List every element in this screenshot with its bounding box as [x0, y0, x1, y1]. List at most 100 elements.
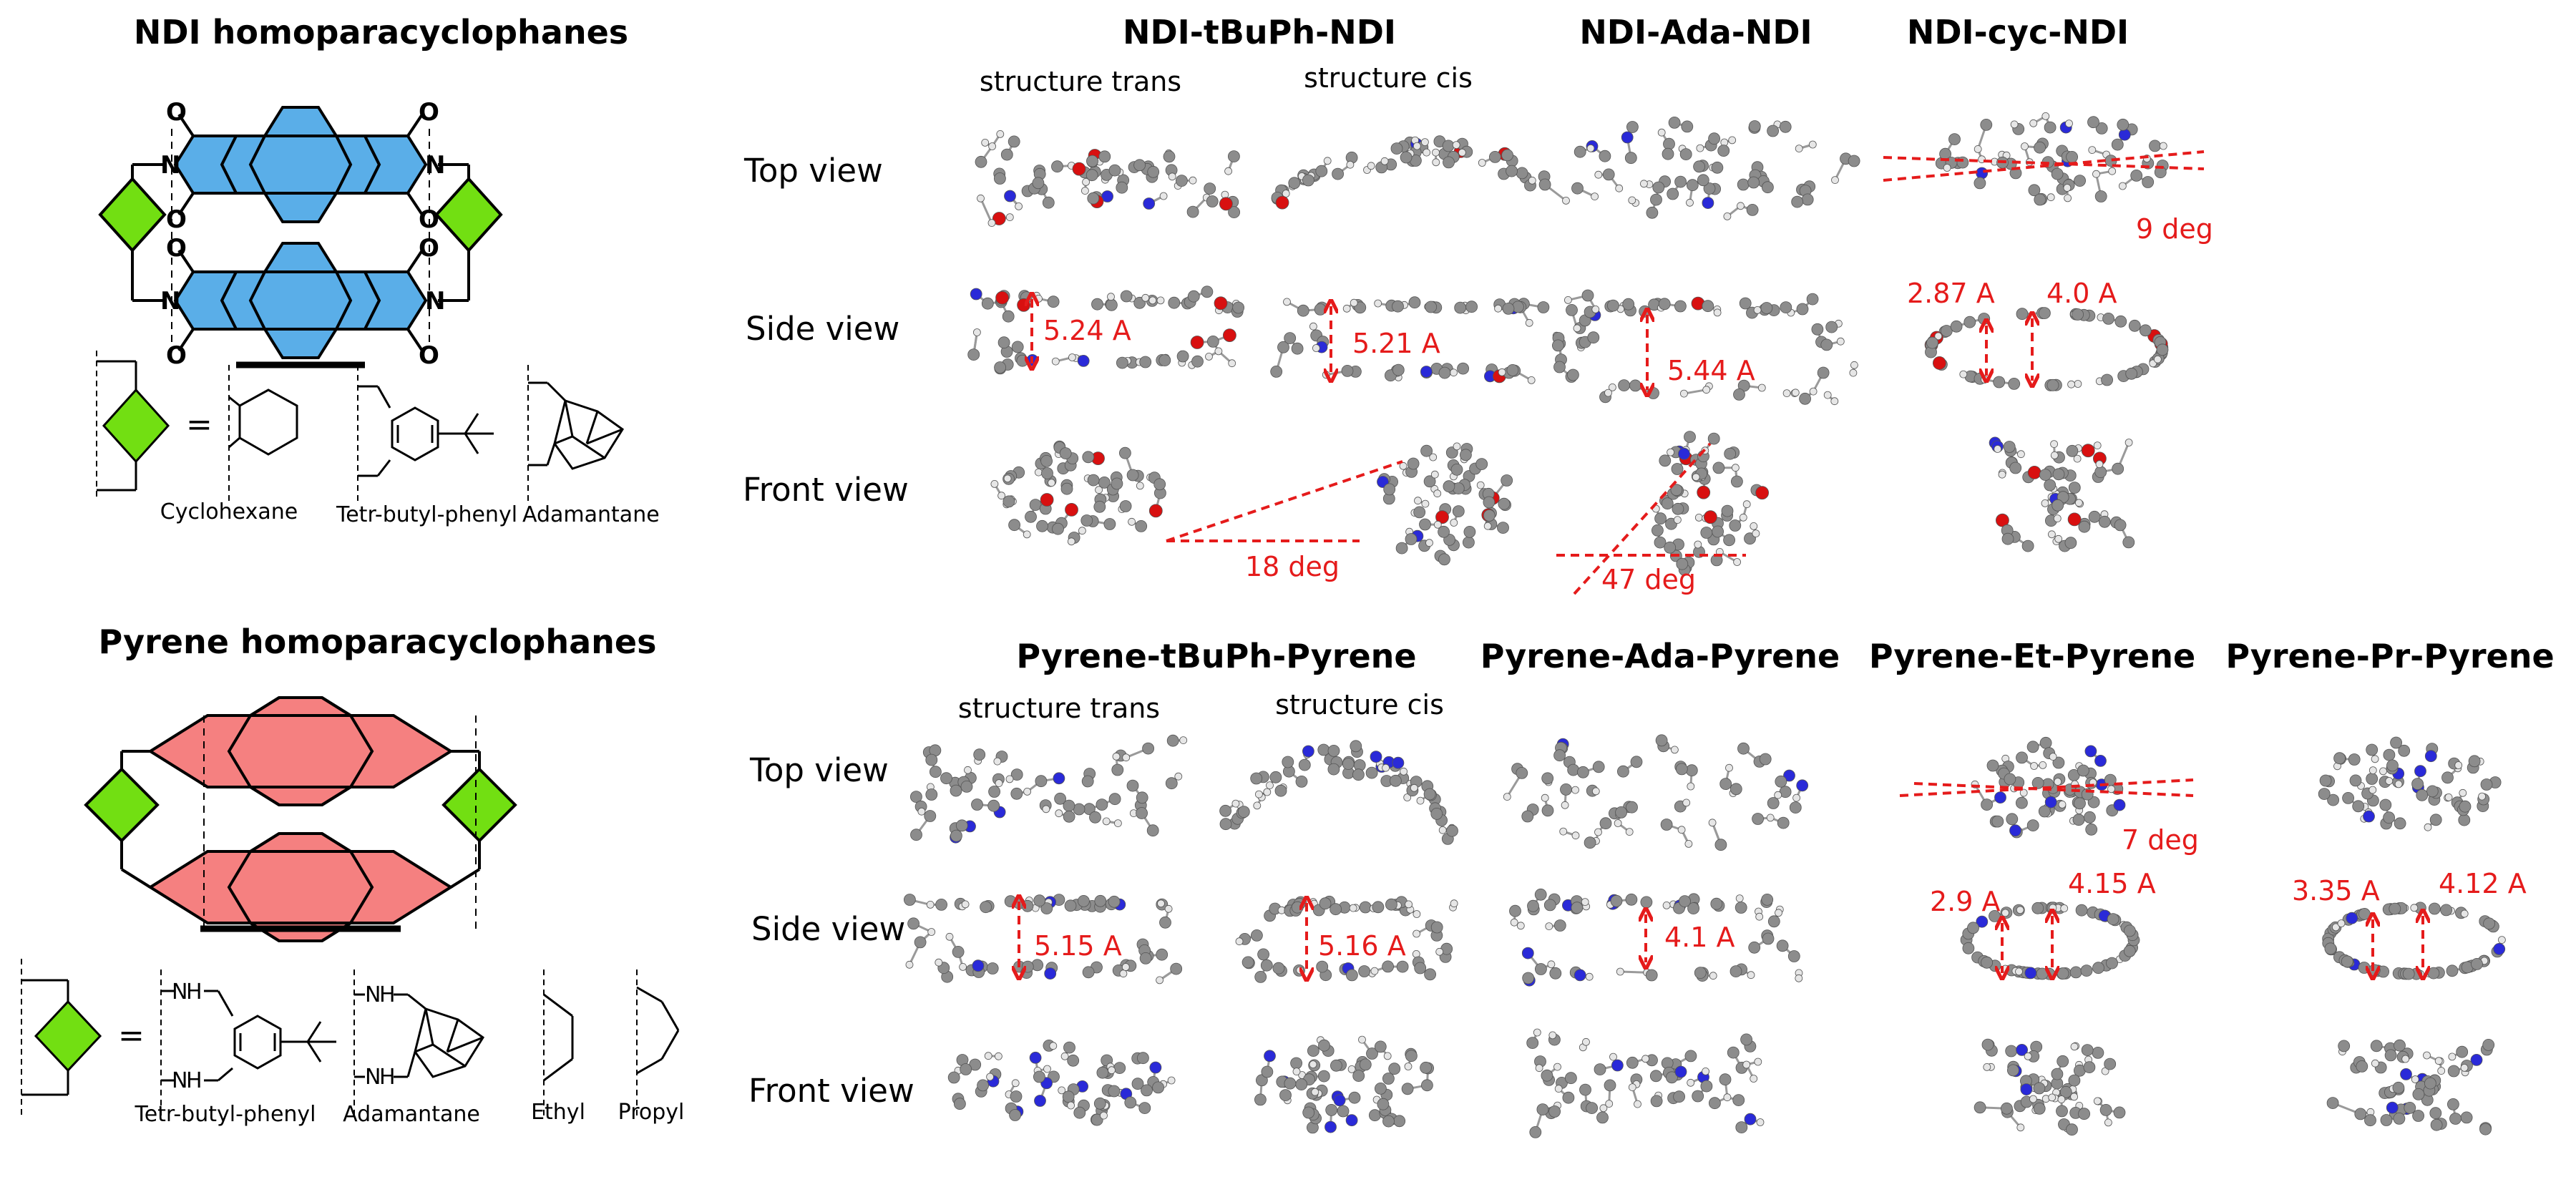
atom-label-h: H: [379, 982, 396, 1007]
atom: [1661, 497, 1674, 510]
atom: [1622, 298, 1635, 311]
atom: [1693, 160, 1706, 173]
atom: [1594, 170, 1603, 179]
atom: [1036, 519, 1048, 532]
atom: [1795, 145, 1803, 153]
atom: [1040, 493, 1054, 507]
ndi-dimer-schematic: [98, 106, 503, 368]
atom: [2125, 367, 2138, 380]
legend-label-tert-butyl-phenyl: Tetr-butyl-phenyl: [336, 502, 518, 527]
atom: [1023, 530, 1031, 539]
atom: [1438, 366, 1451, 379]
atom: [1674, 175, 1687, 188]
annotation-pyr-et-angle: 7 deg: [2122, 824, 2199, 856]
atom: [1621, 131, 1634, 144]
atom: [1224, 167, 1232, 175]
atom: [1697, 485, 1711, 499]
annotation-ndi-cyc-distance-a: 2.87 A: [1907, 278, 1995, 309]
atom: [1190, 336, 1204, 349]
atom: [1148, 296, 1157, 305]
atom: [1087, 192, 1100, 205]
atom: [1096, 798, 1108, 811]
atom: [1429, 453, 1438, 461]
atom: [1367, 162, 1375, 170]
molecule-pyr-ada-top: [1503, 734, 1809, 851]
atom: [1108, 164, 1121, 177]
atom: [1980, 118, 1993, 131]
atom: [1174, 772, 1183, 781]
atom: [1341, 365, 1354, 377]
atom: [1051, 357, 1060, 366]
atom: [1711, 161, 1724, 174]
atom: [2101, 373, 2114, 386]
atom: [1153, 478, 1166, 491]
pyrene-nh-labels: NH NH NH NH: [172, 980, 396, 1093]
atom: [1753, 306, 1762, 314]
atom: [1219, 804, 1231, 817]
atom: [1102, 817, 1111, 826]
atom: [1525, 318, 1533, 327]
atom: [1697, 174, 1709, 187]
atom: [975, 155, 987, 168]
atom: [1639, 180, 1648, 188]
atom: [1791, 389, 1800, 397]
atom: [1400, 767, 1407, 776]
atom: [1002, 495, 1015, 508]
atom: [2088, 146, 2097, 155]
atom: [1060, 482, 1073, 495]
atom: [2016, 450, 2025, 459]
atom: [1302, 745, 1314, 758]
molecule-ndi-ada-front: [1651, 431, 1770, 576]
atom: [1729, 519, 1742, 532]
atom: [2046, 193, 2055, 202]
atom: [1407, 457, 1420, 470]
atom: [1040, 455, 1053, 467]
atom: [1755, 486, 1770, 500]
atom-label-o: O: [419, 341, 439, 370]
atom: [2095, 122, 2108, 135]
atom: [1054, 792, 1066, 805]
atom: [2108, 167, 2117, 175]
atom: [1080, 514, 1093, 527]
atom: [973, 328, 981, 336]
atom: [2111, 138, 2124, 151]
atom: [988, 142, 996, 150]
atom: [1752, 529, 1760, 537]
atom: [1382, 763, 1390, 772]
atom: [925, 788, 938, 801]
atom: [1116, 181, 1128, 194]
annotation-pyr-pr-distance-b: 4.12 A: [2439, 868, 2527, 899]
atom: [1035, 775, 1048, 788]
atom: [2114, 519, 2127, 532]
atom: [2072, 308, 2084, 321]
atom: [1148, 504, 1163, 518]
atom: [1228, 206, 1240, 219]
column-title-pyrene-et-pyrene: Pyrene-Et-Pyrene: [1868, 637, 2196, 675]
annotation-ndi-cyc-angle: 9 deg: [2136, 213, 2213, 245]
atom: [1571, 182, 1584, 195]
atom-label-n: N: [425, 151, 445, 180]
atom: [1101, 190, 1113, 202]
atom: [1604, 389, 1612, 397]
atom: [1365, 766, 1378, 779]
atom: [1811, 323, 1824, 336]
atom: [1430, 808, 1443, 820]
atom: [1615, 184, 1624, 192]
atom: [1342, 304, 1351, 313]
atom: [1571, 831, 1580, 840]
atom: [1067, 537, 1075, 546]
atom: [994, 172, 1006, 185]
annotation-pyr-ada-distance: 4.1 A: [1664, 922, 1735, 953]
atom: [1008, 135, 1020, 148]
atom: [1432, 158, 1440, 167]
atom: [1850, 361, 1858, 369]
atom: [1390, 774, 1402, 787]
atom: [1403, 793, 1412, 801]
atom: [1350, 298, 1358, 307]
atom: [2052, 468, 2065, 481]
atom: [1681, 120, 1694, 133]
atom: [1452, 141, 1460, 150]
atom: [1943, 164, 1951, 172]
